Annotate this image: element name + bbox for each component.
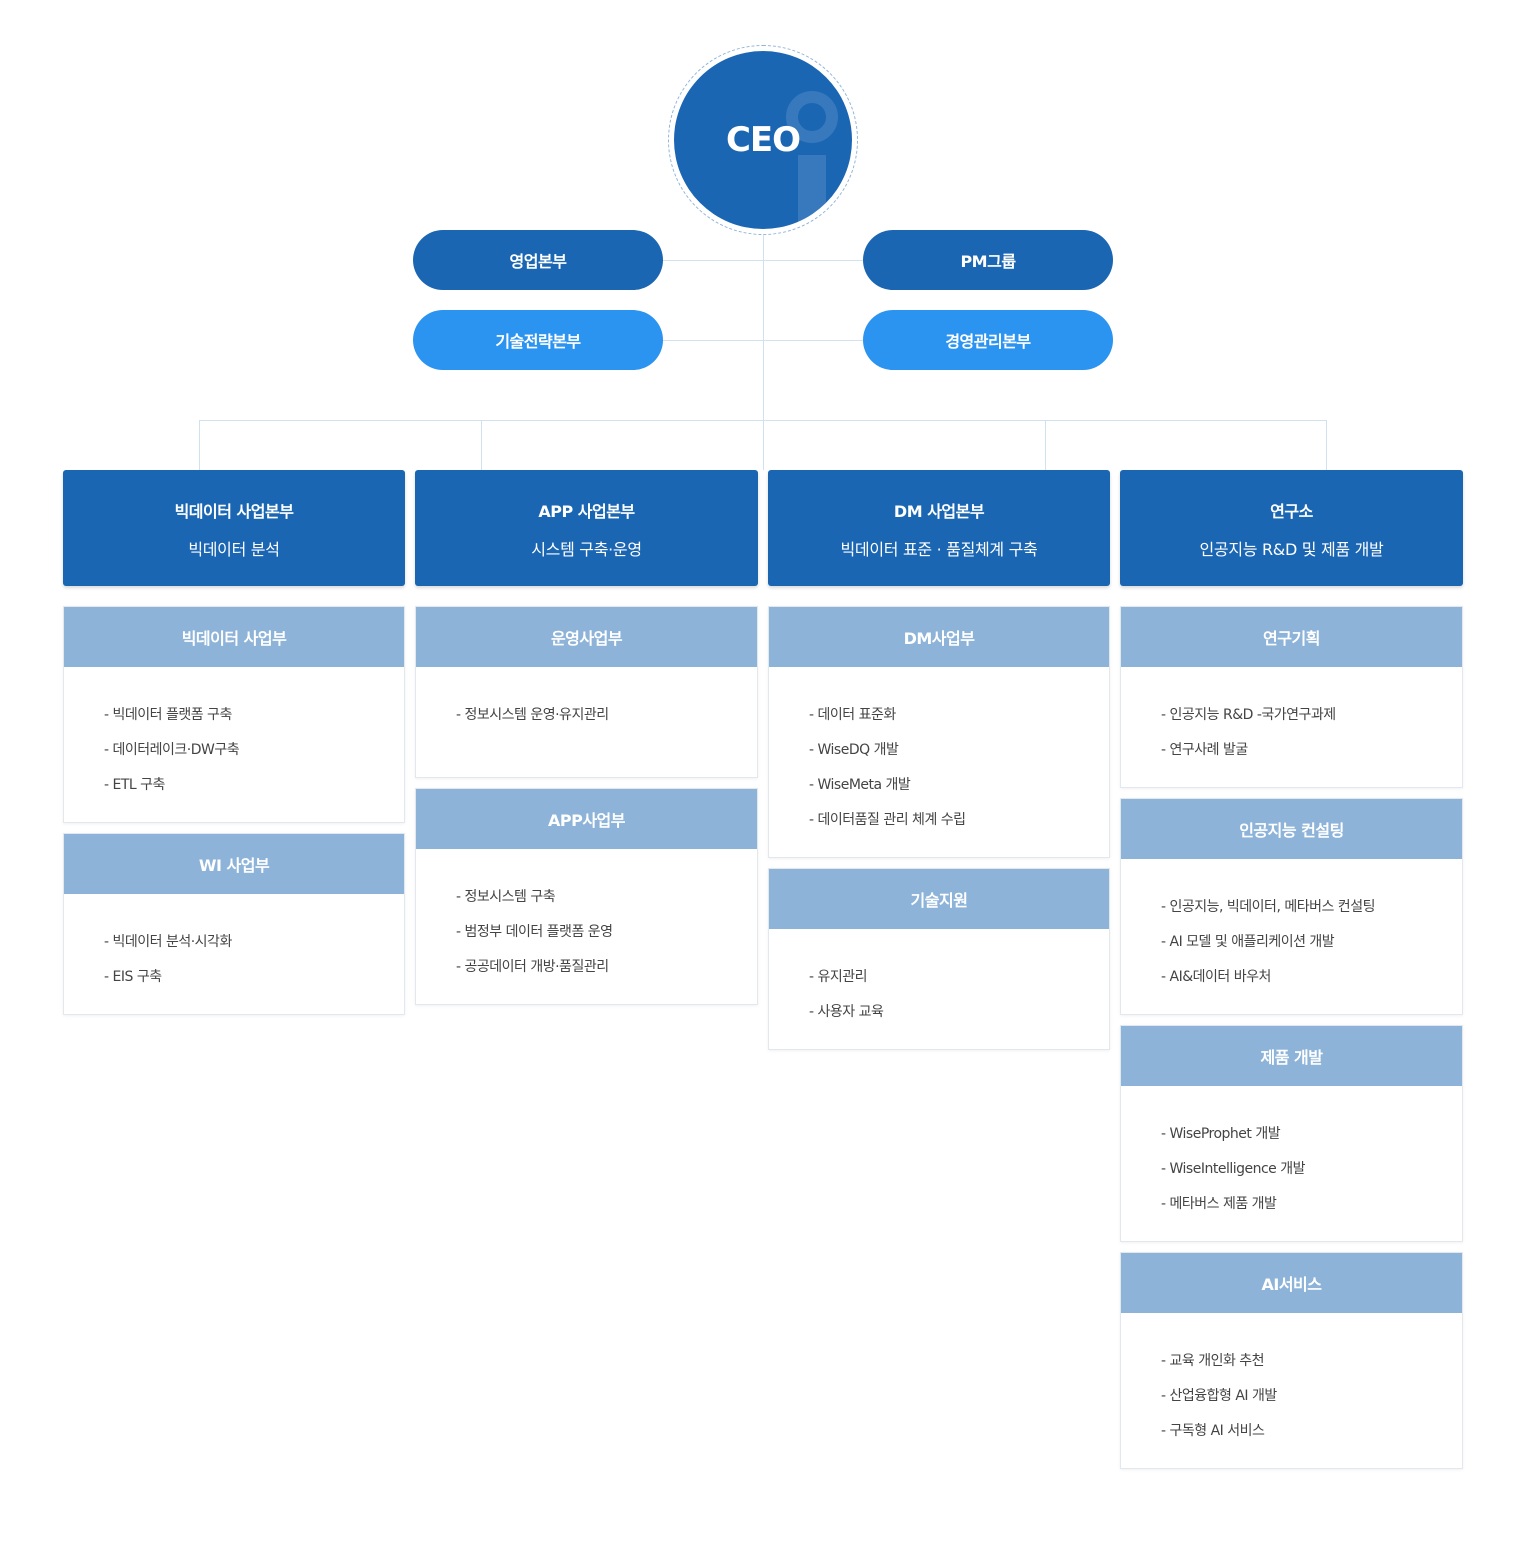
list-item: - WiseIntelligence 개발 (1161, 1161, 1306, 1177)
department-title: APP사업부 (416, 789, 757, 849)
list-item: - 데이터품질 관리 체계 수립 (809, 812, 966, 828)
sales-division-node: 영업본부 (413, 230, 663, 290)
division-app: APP 사업본부 시스템 구축·운영 (415, 470, 758, 586)
department-task-list: - 정보시스템 운영·유지관리 (416, 667, 757, 733)
department-card: DM사업부 - 데이터 표준화 - WiseDQ 개발 - WiseMeta 개… (768, 606, 1110, 858)
department-card: 기술지원 - 유지관리 - 사용자 교육 (768, 868, 1110, 1050)
list-item: - 메타버스 제품 개발 (1161, 1196, 1277, 1212)
list-item: - WiseMeta 개발 (809, 777, 911, 793)
department-task-list: - 데이터 표준화 - WiseDQ 개발 - WiseMeta 개발 - 데이… (769, 667, 1109, 838)
connector-staff-row-2 (662, 340, 864, 341)
info-icon-dot (786, 91, 838, 143)
division-dm: DM 사업본부 빅데이터 표준 · 품질체계 구축 (768, 470, 1110, 586)
list-item: - AI&데이터 바우처 (1161, 969, 1271, 985)
department-task-list: - 빅데이터 플랫폼 구축 - 데이터레이크·DW구축 - ETL 구축 (64, 667, 404, 803)
department-card: 연구기획 - 인공지능 R&D -국가연구과제 - 연구사례 발굴 (1120, 606, 1463, 788)
connector-division-1 (199, 420, 200, 470)
division-subtitle: 인공지능 R&D 및 제품 개발 (1199, 540, 1384, 559)
department-card: APP사업부 - 정보시스템 구축 - 범정부 데이터 플랫폼 운영 - 공공데… (415, 788, 758, 1005)
pm-group-node: PM그룹 (863, 230, 1113, 290)
division-title: 연구소 (1270, 502, 1313, 521)
list-item: - 공공데이터 개방·품질관리 (456, 959, 609, 975)
connector-division-3 (1045, 420, 1046, 470)
department-card: 운영사업부 - 정보시스템 운영·유지관리 (415, 606, 758, 778)
list-item: - 인공지능 R&D -국가연구과제 (1161, 707, 1336, 723)
list-item: - 교육 개인화 추천 (1161, 1353, 1265, 1369)
list-item: - 사용자 교육 (809, 1004, 884, 1020)
list-item: - 정보시스템 구축 (456, 889, 556, 905)
list-item: - 연구사례 발굴 (1161, 742, 1248, 758)
department-card: AI서비스 - 교육 개인화 추천 - 산업융합형 AI 개발 - 구독형 AI… (1120, 1252, 1463, 1469)
department-title: 빅데이터 사업부 (64, 607, 404, 667)
tech-strategy-node: 기술전략본부 (413, 310, 663, 370)
list-item: - WiseDQ 개발 (809, 742, 899, 758)
department-card: WI 사업부 - 빅데이터 분석·시각화 - EIS 구축 (63, 833, 405, 1015)
list-item: - 빅데이터 분석·시각화 (104, 934, 232, 950)
info-icon-bar (798, 155, 826, 229)
department-card: 인공지능 컨설팅 - 인공지능, 빅데이터, 메타버스 컨설팅 - AI 모델 … (1120, 798, 1463, 1015)
department-title: 운영사업부 (416, 607, 757, 667)
list-item: - 유지관리 (809, 969, 868, 985)
list-item: - AI 모델 및 애플리케이션 개발 (1161, 934, 1335, 950)
connector-division-4 (1326, 420, 1327, 470)
list-item: - WiseProphet 개발 (1161, 1126, 1281, 1142)
division-bigdata: 빅데이터 사업본부 빅데이터 분석 (63, 470, 405, 586)
department-title: 기술지원 (769, 869, 1109, 929)
list-item: - 정보시스템 운영·유지관리 (456, 707, 609, 723)
list-item: - 데이터레이크·DW구축 (104, 742, 240, 758)
department-task-list: - 유지관리 - 사용자 교육 (769, 929, 1109, 1030)
list-item: - 산업융합형 AI 개발 (1161, 1388, 1277, 1404)
department-task-list: - 인공지능, 빅데이터, 메타버스 컨설팅 - AI 모델 및 애플리케이션 … (1121, 859, 1462, 995)
list-item: - 인공지능, 빅데이터, 메타버스 컨설팅 (1161, 899, 1375, 915)
division-title: 빅데이터 사업본부 (174, 502, 294, 521)
department-card: 제품 개발 - WiseProphet 개발 - WiseIntelligenc… (1120, 1025, 1463, 1242)
list-item: - EIS 구축 (104, 969, 162, 985)
list-item: - 범정부 데이터 플랫폼 운영 (456, 924, 613, 940)
list-item: - ETL 구축 (104, 777, 165, 793)
department-task-list: - 정보시스템 구축 - 범정부 데이터 플랫폼 운영 - 공공데이터 개방·품… (416, 849, 757, 985)
connector-staff-row-1 (662, 260, 864, 261)
division-title: DM 사업본부 (893, 502, 985, 521)
division-subtitle: 빅데이터 분석 (188, 540, 280, 559)
department-task-list: - 인공지능 R&D -국가연구과제 - 연구사례 발굴 (1121, 667, 1462, 768)
department-title: WI 사업부 (64, 834, 404, 894)
department-task-list: - 빅데이터 분석·시각화 - EIS 구축 (64, 894, 404, 995)
department-title: AI서비스 (1121, 1253, 1462, 1313)
connector-division-bus (199, 420, 1327, 421)
department-title: DM사업부 (769, 607, 1109, 667)
department-title: 연구기획 (1121, 607, 1462, 667)
division-research-lab: 연구소 인공지능 R&D 및 제품 개발 (1120, 470, 1463, 586)
ceo-label: CEO (725, 120, 801, 160)
department-task-list: - 교육 개인화 추천 - 산업융합형 AI 개발 - 구독형 AI 서비스 (1121, 1313, 1462, 1449)
connector-division-2 (481, 420, 482, 470)
department-title: 제품 개발 (1121, 1026, 1462, 1086)
list-item: - 빅데이터 플랫폼 구축 (104, 707, 232, 723)
division-subtitle: 빅데이터 표준 · 품질체계 구축 (840, 540, 1038, 559)
department-task-list: - WiseProphet 개발 - WiseIntelligence 개발 -… (1121, 1086, 1462, 1222)
department-card: 빅데이터 사업부 - 빅데이터 플랫폼 구축 - 데이터레이크·DW구축 - E… (63, 606, 405, 823)
division-subtitle: 시스템 구축·운영 (531, 540, 642, 559)
connector-trunk (763, 235, 764, 470)
department-title: 인공지능 컨설팅 (1121, 799, 1462, 859)
management-node: 경영관리본부 (863, 310, 1113, 370)
ceo-node: CEO (674, 51, 852, 229)
list-item: - 구독형 AI 서비스 (1161, 1423, 1265, 1439)
division-title: APP 사업본부 (538, 502, 635, 521)
list-item: - 데이터 표준화 (809, 707, 896, 723)
